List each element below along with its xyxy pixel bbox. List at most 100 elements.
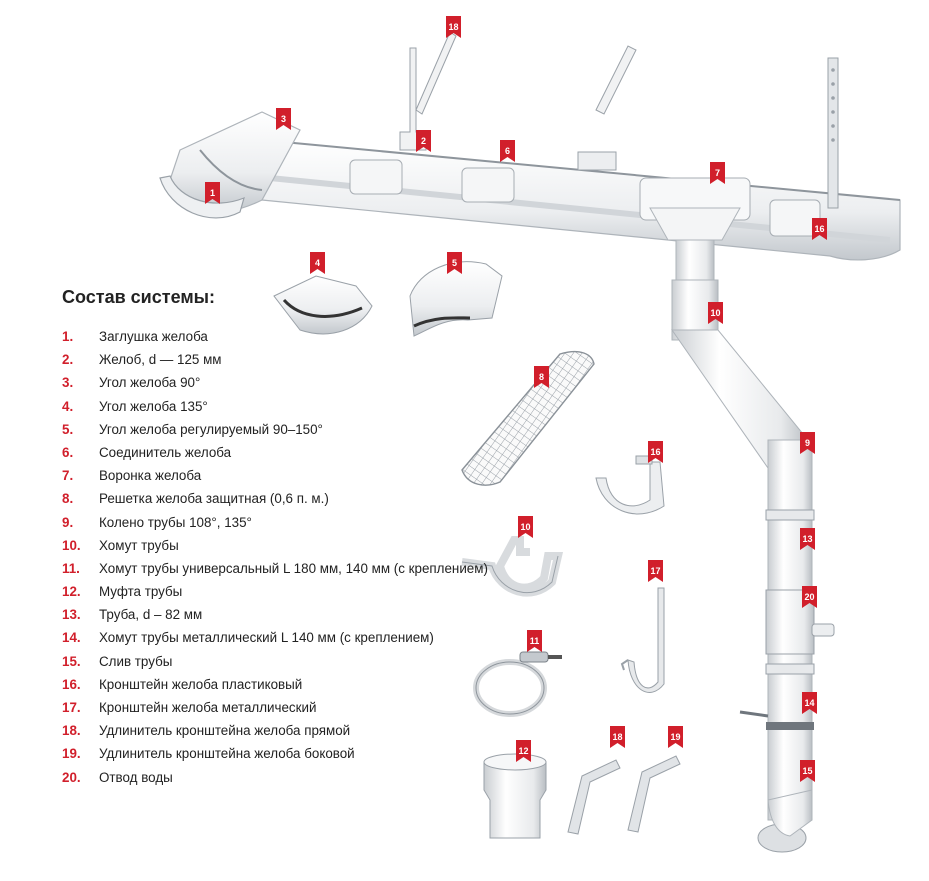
legend-label: Слив трубы xyxy=(99,653,173,669)
legend-item: 3.Угол желоба 90° xyxy=(62,374,519,391)
tag-7-label: 7 xyxy=(715,168,720,178)
tag-20 xyxy=(802,586,817,608)
legend-number: 8. xyxy=(62,491,74,507)
tag-3 xyxy=(276,108,291,130)
tag-18a-label: 18 xyxy=(448,22,458,32)
legend-number: 16. xyxy=(62,676,81,692)
tag-4-label: 4 xyxy=(315,258,320,268)
legend-item: 11. Хомут трубы универсальный L 180 мм, 1… xyxy=(62,560,519,577)
legend-item: 6.Соединитель желоба xyxy=(62,444,519,461)
tag-8-label: 8 xyxy=(539,372,544,382)
gutter-corner-135 xyxy=(273,275,373,335)
tag-5-label: 5 xyxy=(452,258,457,268)
legend-number: 5. xyxy=(62,421,74,437)
gutter-guard-mesh xyxy=(461,350,595,486)
legend-item: 12.Муфта трубы xyxy=(62,583,519,600)
tag-16a-label: 16 xyxy=(814,224,824,234)
tag-7 xyxy=(710,162,725,184)
legend-number: 9. xyxy=(62,514,74,530)
legend-label: Желоб, d — 125 мм xyxy=(99,352,222,368)
legend-number: 11. xyxy=(62,560,80,576)
legend-label: Кронштейн желоба пластиковый xyxy=(99,676,303,692)
legend-item: 14.Хомут трубы металлический L 140 мм (с… xyxy=(62,629,519,646)
legend-label: Решетка желоба защитная (0,6 п. м.) xyxy=(99,491,329,507)
tag-16a xyxy=(812,218,827,240)
bracket-extender-side xyxy=(627,755,681,833)
tag-14 xyxy=(802,692,817,714)
legend-heading: Состав системы: xyxy=(62,287,216,307)
tag-8 xyxy=(534,366,549,388)
tag-13-label: 13 xyxy=(802,534,812,544)
legend-label: Удлинитель кронштейна желоба прямой xyxy=(99,723,351,739)
legend-item: 19. Удлинитель кронштейна желоба боковой xyxy=(62,745,519,762)
legend-item: 17.Кронштейн желоба металлический xyxy=(62,699,519,716)
legend-label: Воронка желоба xyxy=(99,468,202,484)
legend-number: 4. xyxy=(62,398,74,414)
legend-label: Труба, d – 82 мм xyxy=(99,607,203,623)
legend-label: Муфта трубы xyxy=(99,584,183,600)
legend-number: 10. xyxy=(62,537,81,553)
tag-18a xyxy=(446,16,461,38)
tag-9-label: 9 xyxy=(805,438,810,448)
tag-20-label: 20 xyxy=(804,592,814,602)
tag-10a xyxy=(708,302,723,324)
gutter-corner-adjustable xyxy=(409,261,503,337)
tag-4 xyxy=(310,252,325,274)
tag-6-label: 6 xyxy=(505,146,510,156)
legend-item: 10. Хомут трубы xyxy=(62,537,519,554)
legend-label: Угол желоба регулируемый 90–150° xyxy=(99,421,323,437)
tag-14-label: 14 xyxy=(804,698,814,708)
tag-17-label: 17 xyxy=(650,566,660,576)
legend-item: 4. Угол желоба 135° xyxy=(62,398,519,415)
legend-number: 1. xyxy=(62,329,74,344)
tag-16b xyxy=(648,441,663,463)
legend-number: 13. xyxy=(62,607,81,623)
universal-clamp xyxy=(473,651,562,717)
gutter-run xyxy=(159,31,901,261)
bracket-extender-straight xyxy=(567,759,621,835)
tag-15 xyxy=(800,760,815,782)
tag-15-label: 15 xyxy=(802,766,812,776)
plastic-bracket xyxy=(595,455,665,515)
legend-number: 20. xyxy=(62,769,81,785)
tag-11-label: 11 xyxy=(530,636,540,646)
legend-item: 2.Желоб, d — 125 мм xyxy=(62,351,519,368)
legend-label: Угол желоба 135° xyxy=(99,398,208,414)
pipe-clamp xyxy=(461,536,564,597)
tag-19 xyxy=(668,726,683,748)
legend-label: Угол желоба 90° xyxy=(99,375,201,391)
tag-10b-label: 10 xyxy=(520,522,530,532)
tag-3-label: 3 xyxy=(281,114,286,124)
tag-2 xyxy=(416,130,431,152)
legend-item: 13. Труба, d – 82 мм xyxy=(62,606,519,623)
legend-number: 17. xyxy=(62,700,81,715)
components-legend: 1.Заглушка желоба 2.Желоб, d — 125 мм 3.… xyxy=(62,328,519,792)
number-tags xyxy=(205,16,827,782)
tag-16b-label: 16 xyxy=(650,447,660,457)
legend-number: 19. xyxy=(62,746,81,762)
legend-label: Колено трубы 108°, 135° xyxy=(99,514,252,530)
tag-5 xyxy=(447,252,462,274)
legend-item: 9. Колено трубы 108°, 135° xyxy=(62,514,519,531)
legend-item: 20. Отвод воды xyxy=(62,769,519,786)
tag-6 xyxy=(500,140,515,162)
legend-label: Удлинитель кронштейна желоба боковой xyxy=(99,746,355,762)
tag-19-label: 19 xyxy=(670,732,680,742)
tag-12-label: 12 xyxy=(518,746,528,756)
legend-number: 18. xyxy=(62,723,81,739)
tag-9 xyxy=(800,432,815,454)
tag-2-label: 2 xyxy=(421,136,426,146)
tag-1 xyxy=(205,182,220,204)
legend-number: 6. xyxy=(62,444,74,460)
legend-number: 15. xyxy=(62,653,81,669)
tag-11 xyxy=(527,630,542,652)
legend-label: Отвод воды xyxy=(99,769,173,785)
tag-12 xyxy=(516,740,531,762)
tag-17 xyxy=(648,560,663,582)
legend-item: 8. Решетка желоба защитная (0,6 п. м.) xyxy=(62,490,519,507)
tag-1-label: 1 xyxy=(210,188,215,198)
legend-item: 5. Угол желоба регулируемый 90–150° xyxy=(62,421,519,438)
legend-label: Хомут трубы универсальный L 180 мм, 140 … xyxy=(99,560,488,576)
legend-label: Хомут трубы xyxy=(99,537,179,553)
